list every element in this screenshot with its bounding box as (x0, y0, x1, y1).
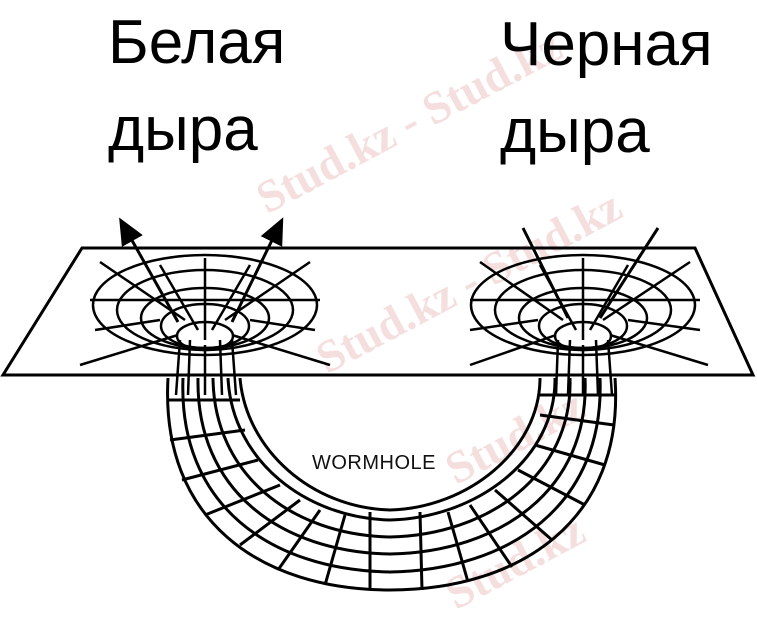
wormhole-tube (166, 377, 618, 592)
black-hole-funnel (469, 227, 709, 396)
black-hole-label-line1: Черная (500, 10, 713, 79)
white-hole-label-line2: дыра (108, 95, 258, 164)
black-hole-label-line2: дыра (500, 97, 650, 166)
black-hole-label: Черная дыра (500, 14, 713, 163)
white-hole-label-line1: Белая (108, 8, 286, 77)
white-hole-funnel (79, 217, 331, 396)
wormhole-diagram (0, 217, 756, 592)
space-plane (0, 246, 756, 377)
wormhole-label: WORMHOLE (312, 452, 436, 474)
white-hole-label: Белая дыра (108, 12, 285, 161)
